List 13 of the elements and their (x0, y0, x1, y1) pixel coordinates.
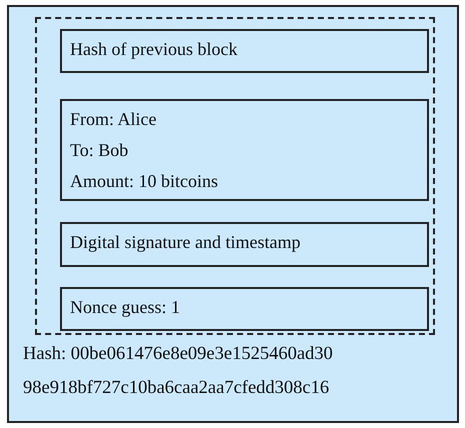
block-card (7, 5, 459, 423)
field-text: Nonce guess: 1 (70, 296, 181, 319)
field-box (60, 287, 429, 331)
dashed-frame (35, 17, 435, 335)
field-text: Amount: 10 bitcoins (70, 170, 219, 193)
field-text: To: Bob (70, 139, 130, 162)
field-text: From: Alice (70, 108, 158, 131)
field-box (60, 29, 429, 73)
hash-text: Hash: 00be061476e8e09e3e1525460ad30 98e918bf727c10ba6caa2aa7cfedd308c16 (23, 343, 334, 400)
field-box (60, 222, 429, 267)
field-box (60, 99, 429, 201)
field-text: Hash of previous block (70, 38, 238, 61)
field-text: Digital signature and timestamp (70, 231, 302, 254)
